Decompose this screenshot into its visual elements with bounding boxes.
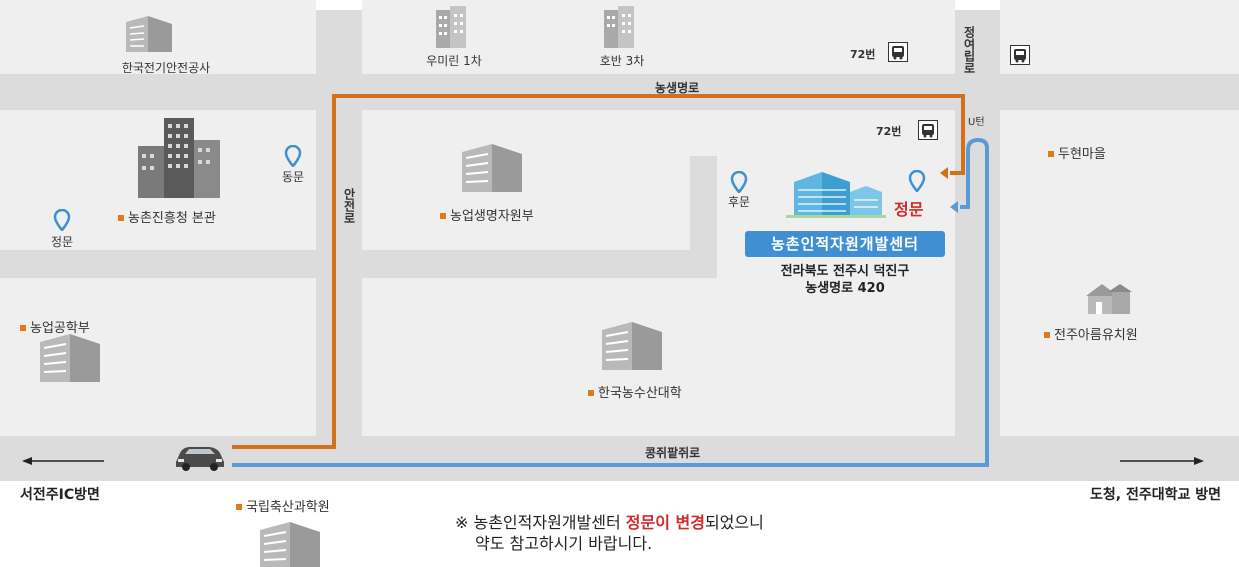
block-top-right xyxy=(1000,0,1239,74)
label-road-anjeon: 안전로 xyxy=(342,188,356,224)
label-ag-college: 한국농수산대학 xyxy=(588,382,682,401)
label-umirin: 우미린 1차 xyxy=(426,54,482,68)
location-pin-icon xyxy=(730,171,748,193)
building-icon xyxy=(126,16,172,52)
bus-label-top: 72번 xyxy=(850,48,876,61)
notice-line-2: 약도 참고하시기 바랍니다. xyxy=(475,534,653,553)
label-duhyeon: 두현마을 xyxy=(1048,143,1106,162)
road-nongsaeng xyxy=(0,74,1239,110)
notice: ※ 농촌인적자원개발센터 정문이 변경되었으니 약도 참고하시기 바랍니다. xyxy=(455,512,764,554)
building-icon xyxy=(602,322,662,370)
car-icon xyxy=(176,447,224,471)
address-line-1: 전라북도 전주시 덕진구 xyxy=(780,264,910,279)
label-kindergarten: 전주아름유치원 xyxy=(1044,324,1138,343)
bus-icon xyxy=(888,42,908,62)
center-building-icon xyxy=(786,172,886,218)
bus-icon xyxy=(918,120,938,140)
orange-square-icon xyxy=(1044,332,1050,338)
label-rear-gate: 후문 xyxy=(727,195,751,209)
building-icon xyxy=(436,6,466,48)
route-orange xyxy=(232,94,965,449)
building-icon xyxy=(462,144,522,192)
block-right xyxy=(1000,110,1239,436)
label-uturn: U턴 xyxy=(968,117,985,128)
orange-square-icon xyxy=(440,213,446,219)
arrow-left-icon xyxy=(22,457,104,465)
center-name-banner: 농촌인적자원개발센터 xyxy=(745,231,945,257)
direction-left: 서전주IC방면 xyxy=(20,487,100,503)
label-road-kongjwi: 콩쥐팥쥐로 xyxy=(645,446,701,460)
label-animal-science: 국립축산과학원 xyxy=(236,496,330,515)
block-bio xyxy=(362,110,717,250)
label-hoban: 호반 3차 xyxy=(599,54,645,68)
building-icon xyxy=(604,6,634,48)
center-address: 전라북도 전주시 덕진구 농생명로 420 xyxy=(781,263,910,297)
building-icon xyxy=(260,522,320,567)
notice-line-1: ※ 농촌인적자원개발센터 정문이 변경되었으니 xyxy=(455,513,764,532)
road-anjeon xyxy=(316,10,362,436)
bus-icon xyxy=(1010,45,1030,65)
route-orange-arrow xyxy=(940,167,948,179)
location-pin-icon xyxy=(284,145,302,167)
route-blue-arrow xyxy=(950,201,958,213)
label-agri-engineering: 농업공학부 xyxy=(20,317,90,336)
location-pin-icon xyxy=(53,209,71,231)
road-side-left xyxy=(0,250,316,278)
label-east-gate: 동문 xyxy=(281,170,305,184)
building-icon xyxy=(40,334,100,382)
orange-square-icon xyxy=(20,325,26,331)
address-line-2: 농생명로 420 xyxy=(805,281,885,296)
label-bio-resources: 농업생명자원부 xyxy=(440,205,534,224)
label-kesco: 한국전기안전공사 xyxy=(121,61,211,75)
road-side-middle xyxy=(362,250,717,278)
orange-square-icon xyxy=(588,390,594,396)
house-icon xyxy=(1086,284,1132,314)
direction-right: 도청, 전주대학교 방면 xyxy=(1090,487,1221,503)
road-side-center xyxy=(690,156,717,278)
label-rda-main: 농촌진흥청 본관 xyxy=(118,207,216,226)
location-pin-icon xyxy=(908,170,926,192)
building-icon xyxy=(138,118,220,198)
road-jeongyeo xyxy=(955,10,1000,436)
arrow-right-icon xyxy=(1120,457,1204,465)
label-road-jeongyeo: 정여립로 xyxy=(962,26,976,74)
orange-square-icon xyxy=(118,215,124,221)
label-west-main-gate: 정문 xyxy=(50,235,74,249)
block-center xyxy=(717,110,955,436)
label-road-nongsaeng: 농생명로 xyxy=(655,81,700,95)
bus-label-center: 72번 xyxy=(876,125,902,138)
label-center-main-gate: 정문 xyxy=(894,200,924,219)
route-blue xyxy=(232,137,989,467)
orange-square-icon xyxy=(1048,151,1054,157)
orange-square-icon xyxy=(236,504,242,510)
